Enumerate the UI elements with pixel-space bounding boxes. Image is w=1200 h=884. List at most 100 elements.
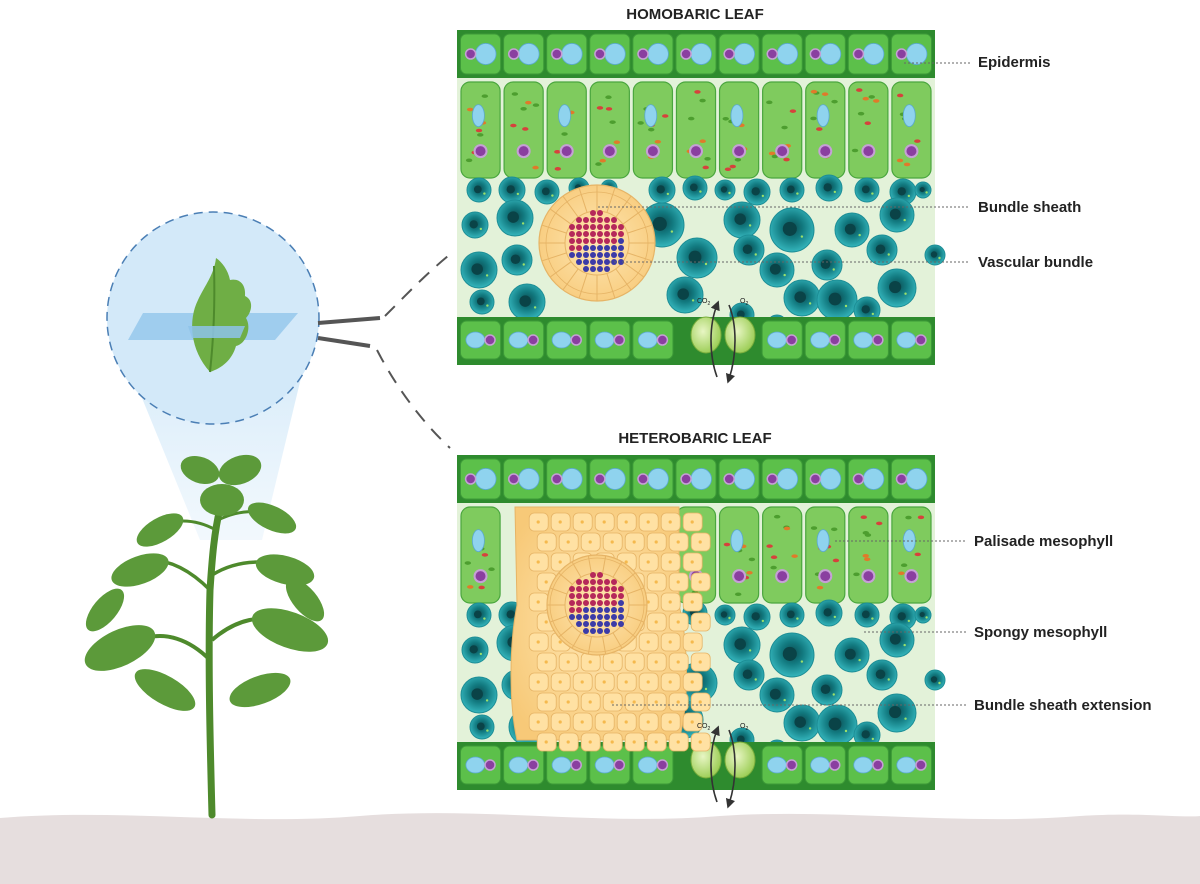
- chloroplast: [900, 563, 908, 568]
- spongy-nucleus: [889, 280, 902, 294]
- xylem-cell: [604, 231, 610, 237]
- homobaric-upper-epidermis-cell: [546, 33, 588, 75]
- phloem-cell: [611, 621, 617, 627]
- chloroplast: [475, 128, 483, 133]
- nucleus: [507, 48, 520, 60]
- chloroplast-dot: [483, 192, 486, 195]
- chloroplast: [863, 557, 871, 562]
- xylem-cell: [576, 593, 582, 599]
- heterobaric-vascular-bundle: [569, 572, 624, 634]
- chloroplast: [851, 148, 859, 153]
- nucleus: [723, 473, 735, 485]
- sheath-cell-dot: [566, 740, 570, 744]
- vacuole: [730, 104, 744, 127]
- chloroplast: [862, 96, 869, 101]
- sheath-cell-dot: [580, 720, 584, 724]
- sheath-mid-wall: [545, 191, 649, 295]
- spongy-nucleus: [652, 216, 667, 231]
- sheath-cell-dot: [536, 680, 540, 684]
- chloroplast: [873, 99, 880, 103]
- xylem-cell: [604, 579, 610, 585]
- sheath-inner-wall: [564, 210, 630, 276]
- xylem-cell: [590, 217, 596, 223]
- spongy-nucleus: [506, 185, 515, 194]
- sheath-cell-dot: [610, 700, 614, 704]
- label-bundle-sheath: Bundle sheath: [978, 199, 1081, 216]
- spongy-cell: [466, 177, 492, 203]
- xylem-cell: [604, 600, 610, 606]
- homobaric-palisade-cell: [503, 81, 544, 179]
- chloroplast: [465, 158, 473, 163]
- palisade-cell-wall: [675, 81, 717, 179]
- homobaric-upper-epidermis-cell: [503, 33, 545, 75]
- spongy-cell: [714, 179, 736, 201]
- nucleus: [527, 334, 539, 346]
- homobaric-callouts: [598, 62, 970, 263]
- spongy-cell: [866, 234, 898, 266]
- chloroplast: [896, 93, 904, 98]
- chloroplast: [525, 100, 532, 105]
- chloroplast-dot: [808, 727, 812, 730]
- sheath-cell-dot: [654, 540, 658, 544]
- vacuole: [816, 104, 830, 127]
- chloroplast-dot: [783, 273, 786, 277]
- label-epidermis: Epidermis: [978, 54, 1051, 71]
- chloroplast-dot: [485, 274, 489, 277]
- nucleus: [818, 144, 833, 159]
- phloem-cell: [597, 259, 603, 265]
- nucleus: [637, 473, 649, 485]
- sheath-cell-dot: [566, 660, 570, 664]
- sheath-cell-dot: [698, 580, 702, 584]
- vacuole: [853, 756, 874, 774]
- nucleus: [785, 334, 798, 346]
- sheath-cell-dot: [676, 540, 680, 544]
- xylem-cell: [576, 579, 582, 585]
- xylem-cell: [590, 600, 596, 606]
- homobaric-upper-epidermis-cell: [890, 33, 932, 75]
- heterobaric-bundle-sheath: [546, 554, 648, 656]
- sheath-cell-dot: [668, 640, 672, 644]
- vacuole: [733, 43, 756, 65]
- homobaric-upper-epidermis-cell: [460, 33, 502, 75]
- plant-leaflet: [285, 578, 325, 622]
- nucleus: [809, 473, 822, 485]
- homobaric-o2-label: O2: [740, 298, 748, 307]
- chloroplast: [766, 544, 773, 548]
- lens-leaf: [192, 258, 252, 372]
- spongy-cell: [723, 201, 761, 239]
- homobaric-lower-epidermis: [460, 320, 932, 360]
- chloroplast-dot: [728, 191, 731, 195]
- chloroplast-dot: [871, 192, 874, 195]
- chloroplast: [771, 154, 779, 159]
- nucleus: [516, 144, 531, 159]
- plant-leaflet: [85, 588, 125, 632]
- sheath-cell-wall: [541, 224, 567, 234]
- sheath-cell-wall: [549, 208, 572, 225]
- nucleus: [473, 144, 488, 159]
- nucleus: [732, 569, 747, 584]
- vacuole: [730, 529, 744, 552]
- spongy-cell: [924, 669, 946, 691]
- nucleus: [732, 144, 747, 159]
- spongy-nucleus: [786, 610, 795, 619]
- xylem-cell: [583, 586, 589, 592]
- vacuole: [518, 468, 540, 490]
- spongy-nucleus: [889, 705, 902, 719]
- chloroplast: [481, 553, 489, 557]
- xylem-cell: [604, 586, 610, 592]
- nucleus: [785, 759, 798, 771]
- chloroplast: [724, 167, 732, 172]
- vacuole: [551, 331, 572, 349]
- phloem-cell: [618, 245, 624, 251]
- vacuole: [637, 756, 658, 774]
- sheath-cell-dot: [610, 740, 614, 744]
- vacuole: [776, 43, 799, 65]
- spongy-nucleus: [471, 688, 483, 700]
- chloroplast: [477, 133, 484, 137]
- xylem-cell: [604, 217, 610, 223]
- chloroplast: [466, 107, 474, 112]
- vacuole: [905, 43, 928, 65]
- homobaric-vascular-bundle: [569, 210, 624, 272]
- sheath-cell-dot: [668, 600, 672, 604]
- xylem-cell: [618, 593, 624, 599]
